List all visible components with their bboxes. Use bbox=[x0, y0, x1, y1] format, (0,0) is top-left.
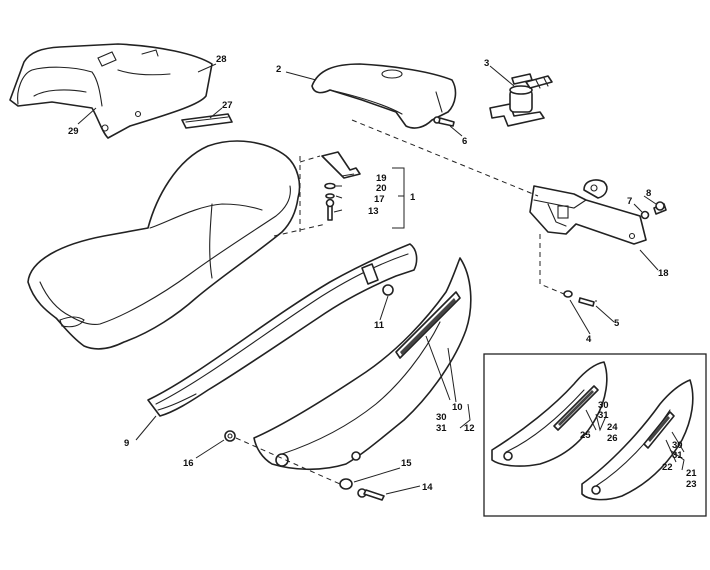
callout-5: 5 bbox=[614, 318, 620, 329]
callout-29: 29 bbox=[68, 126, 79, 137]
callout-27: 27 bbox=[222, 100, 233, 111]
washer-4-part bbox=[563, 290, 595, 307]
screw-8-part bbox=[640, 201, 667, 220]
seat-cover-part bbox=[311, 63, 457, 129]
callout-10: 10 bbox=[452, 402, 463, 413]
callout-7: 7 bbox=[627, 196, 632, 207]
callout-11: 11 bbox=[374, 320, 385, 331]
callout-3: 3 bbox=[484, 58, 489, 69]
callout-20: 20 bbox=[376, 183, 387, 194]
callout-17: 17 bbox=[374, 194, 385, 205]
callout-31-inset-left: 31 bbox=[598, 410, 609, 421]
variant-panel-left-part bbox=[491, 361, 608, 467]
leader-lines bbox=[77, 63, 685, 495]
callout-28: 28 bbox=[216, 54, 227, 65]
grommet-15-part bbox=[339, 478, 353, 490]
callout-12: 12 bbox=[464, 423, 475, 434]
callout-25: 25 bbox=[580, 430, 591, 441]
callout-30-panel: 30 bbox=[436, 412, 447, 423]
callout-labels: 1 2 3 4 5 6 7 8 9 10 11 12 13 14 15 16 1… bbox=[68, 54, 697, 493]
seat-part bbox=[27, 140, 301, 350]
side-panel-10-part bbox=[253, 257, 472, 471]
grommet-16-part bbox=[224, 430, 236, 442]
assembly-lines bbox=[235, 119, 597, 485]
callout-24: 24 bbox=[607, 422, 618, 433]
callout-18: 18 bbox=[658, 268, 669, 279]
callout-13: 13 bbox=[368, 206, 379, 217]
lock-assembly-part bbox=[489, 73, 553, 127]
callout-1: 1 bbox=[410, 192, 416, 203]
variant-inset-box bbox=[483, 353, 707, 517]
pad-strip-part bbox=[181, 113, 233, 129]
side-trim-9-part bbox=[147, 243, 418, 417]
callout-26: 26 bbox=[607, 433, 618, 444]
screw-14-part bbox=[357, 488, 385, 501]
bolt-6-part bbox=[433, 116, 455, 127]
mounting-hardware-1-part bbox=[321, 151, 361, 221]
callout-30-inset-right: 30 bbox=[672, 440, 683, 451]
callout-14: 14 bbox=[422, 482, 433, 493]
callout-31-panel: 31 bbox=[436, 423, 447, 434]
callout-8: 8 bbox=[646, 188, 651, 199]
callout-9: 9 bbox=[124, 438, 129, 449]
callout-6: 6 bbox=[462, 136, 467, 147]
callout-19: 19 bbox=[376, 173, 387, 184]
callout-30-inset-left: 30 bbox=[598, 400, 609, 411]
tail-cowl-part bbox=[9, 43, 213, 139]
callout-16: 16 bbox=[183, 458, 194, 469]
callout-22: 22 bbox=[662, 462, 673, 473]
callout-2: 2 bbox=[276, 64, 281, 75]
bracket-18-part bbox=[529, 179, 647, 245]
callout-31-inset-right: 31 bbox=[672, 450, 683, 461]
callout-21: 21 bbox=[686, 468, 697, 479]
callout-15: 15 bbox=[401, 458, 412, 469]
callout-4: 4 bbox=[586, 334, 592, 345]
callout-23: 23 bbox=[686, 479, 697, 490]
variant-panel-right-part bbox=[581, 379, 694, 501]
